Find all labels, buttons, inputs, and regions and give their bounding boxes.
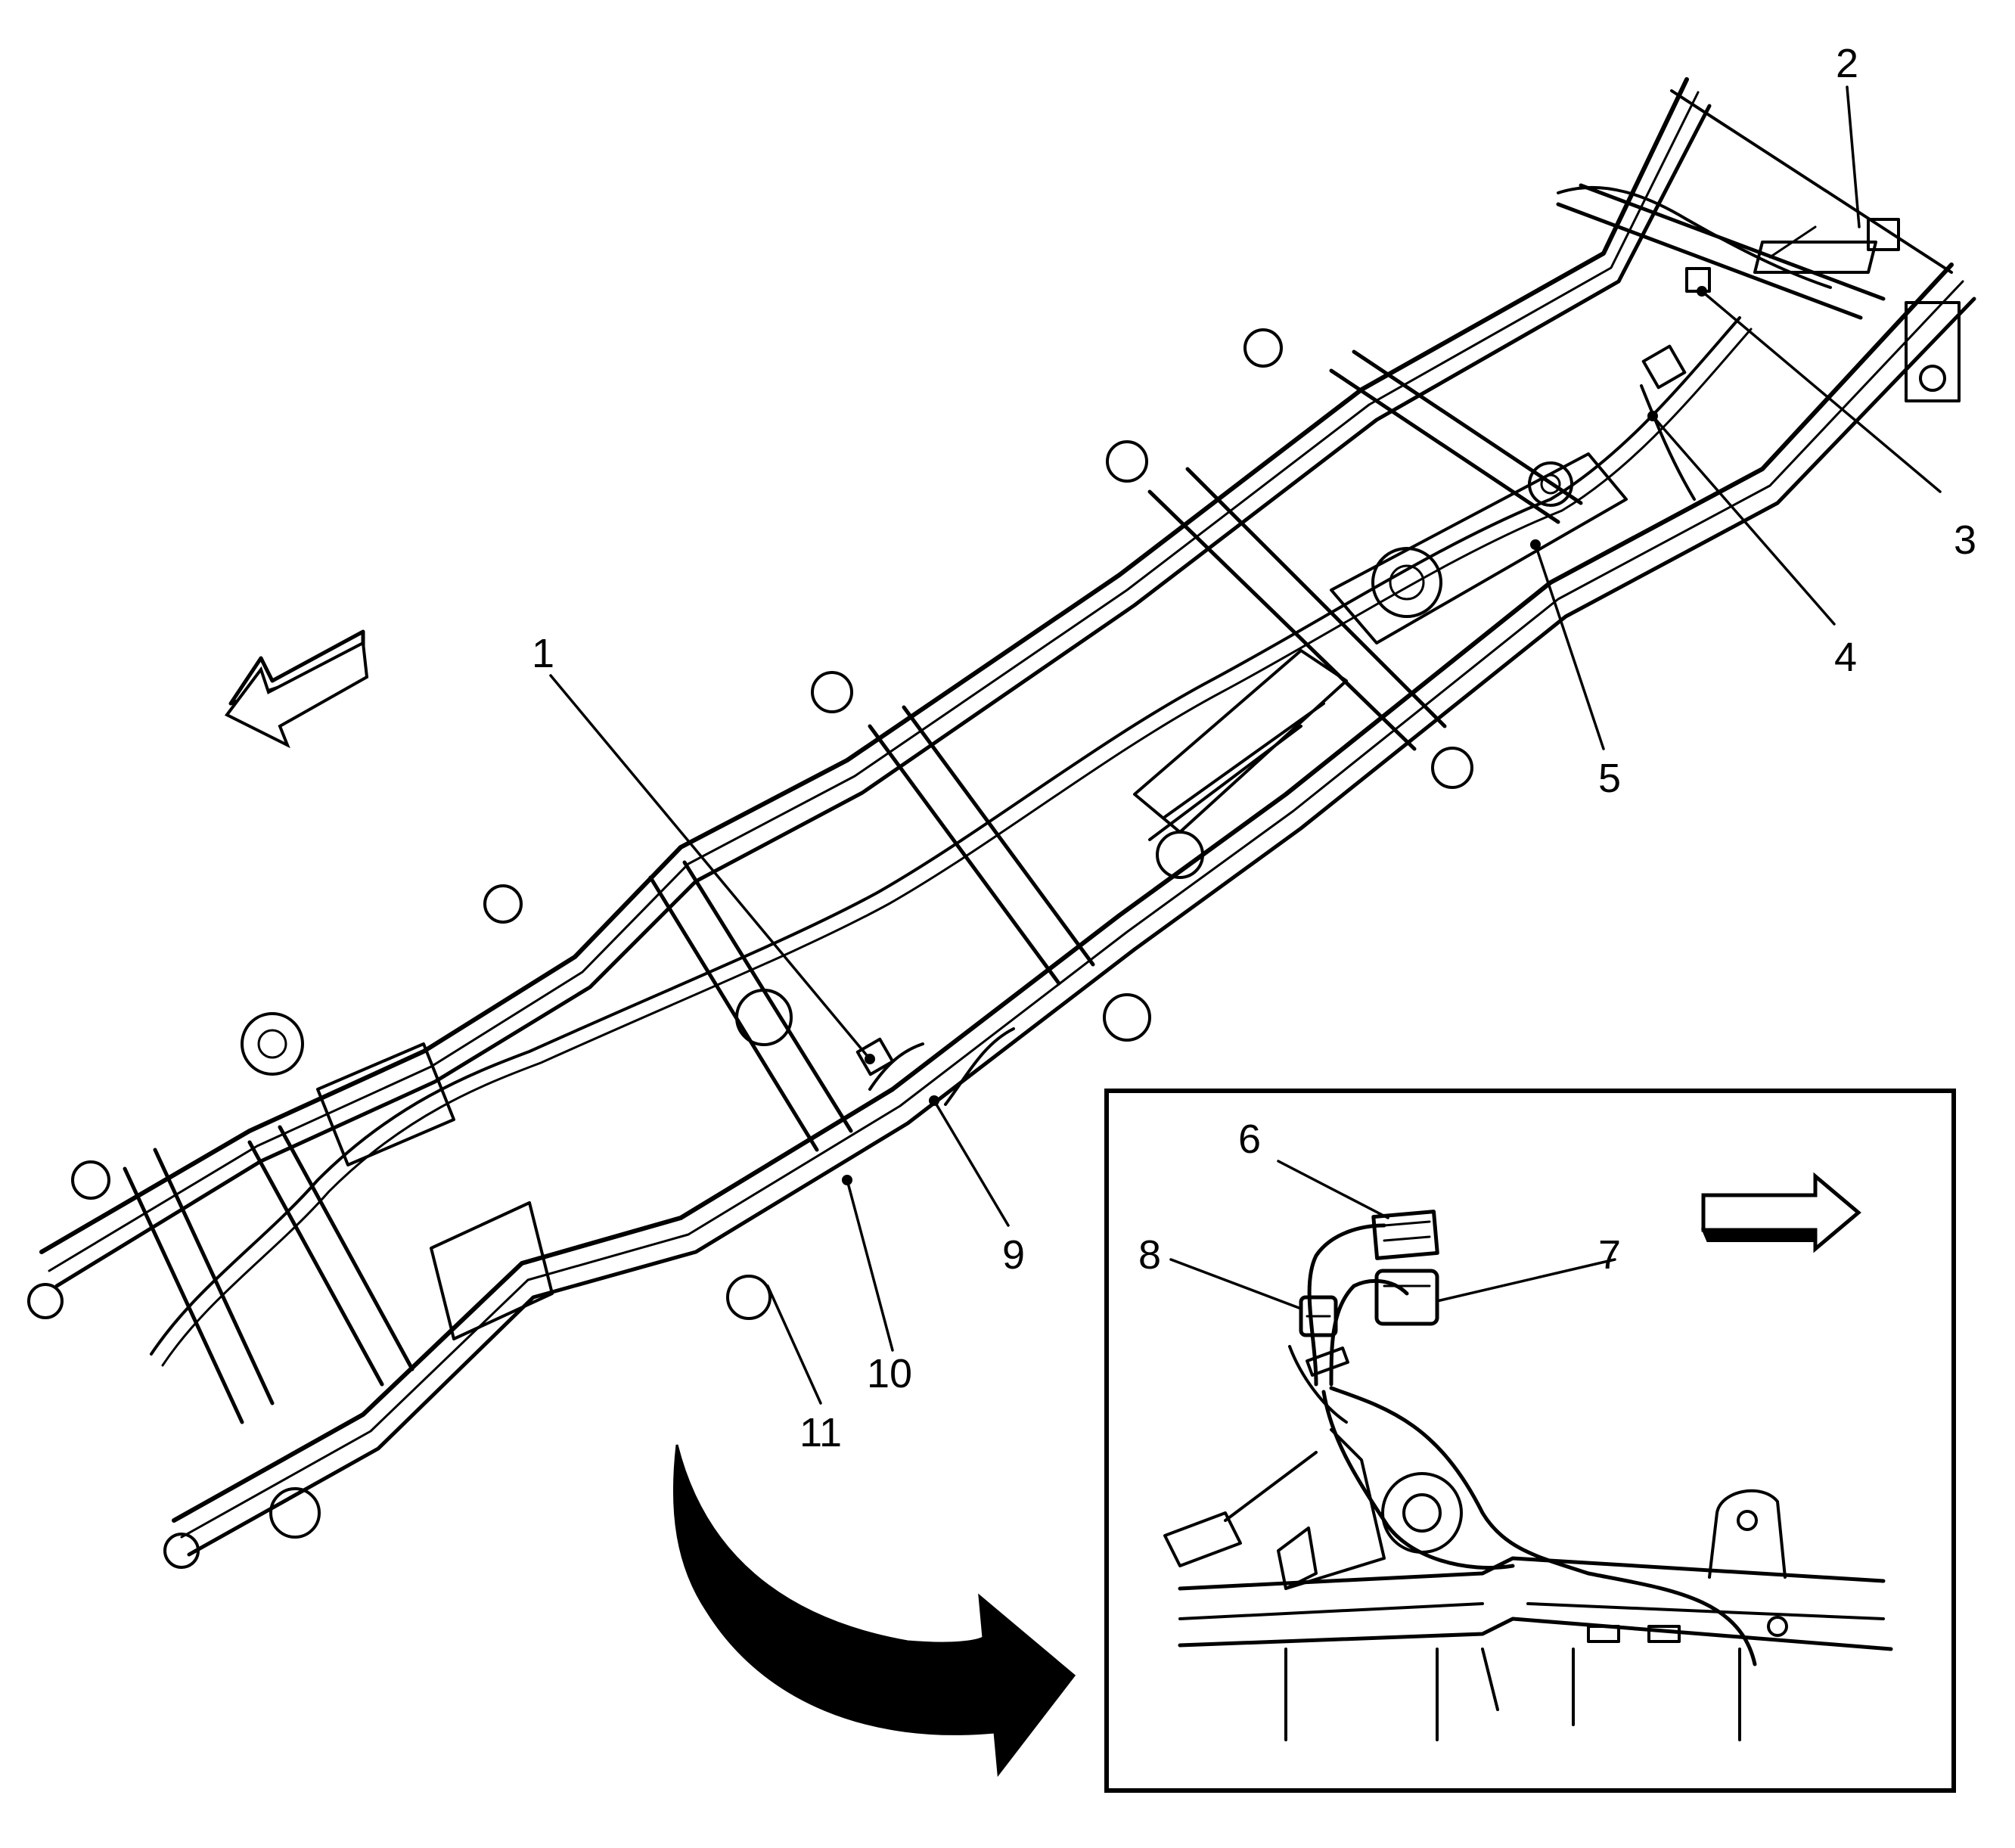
callout-1: 1 [532,631,554,676]
frame-details [27,225,1961,1569]
lower-frame-rail [172,262,1976,1557]
callout-2: 2 [1836,41,1858,86]
detail-inset-panel [1104,1089,1956,1793]
callout-9: 9 [1002,1232,1025,1278]
callout-leaders [549,85,1942,1405]
callout-7: 7 [1598,1232,1621,1278]
upper-frame-rail [39,77,1712,1288]
callout-3: 3 [1954,517,1976,563]
callout-labels: 1 2 3 4 5 6 7 8 9 10 11 [532,41,1976,1455]
inset-frame-rail [1163,1428,1893,1741]
vehicle-frame [27,77,1976,1569]
inset-direction-arrow-icon [1700,1172,1861,1253]
callout-10: 10 [867,1351,912,1396]
curved-detail-arrow-icon [672,1444,1076,1777]
inset-wiring-harness [1288,1210,1757,1666]
callout-11: 11 [799,1410,842,1455]
front-direction-arrow-icon [224,629,369,749]
callout-6: 6 [1238,1117,1261,1162]
callout-5: 5 [1598,756,1621,801]
chassis-wiring-harness [150,185,1900,1367]
callout-4: 4 [1834,635,1857,680]
callout-8: 8 [1138,1232,1161,1278]
